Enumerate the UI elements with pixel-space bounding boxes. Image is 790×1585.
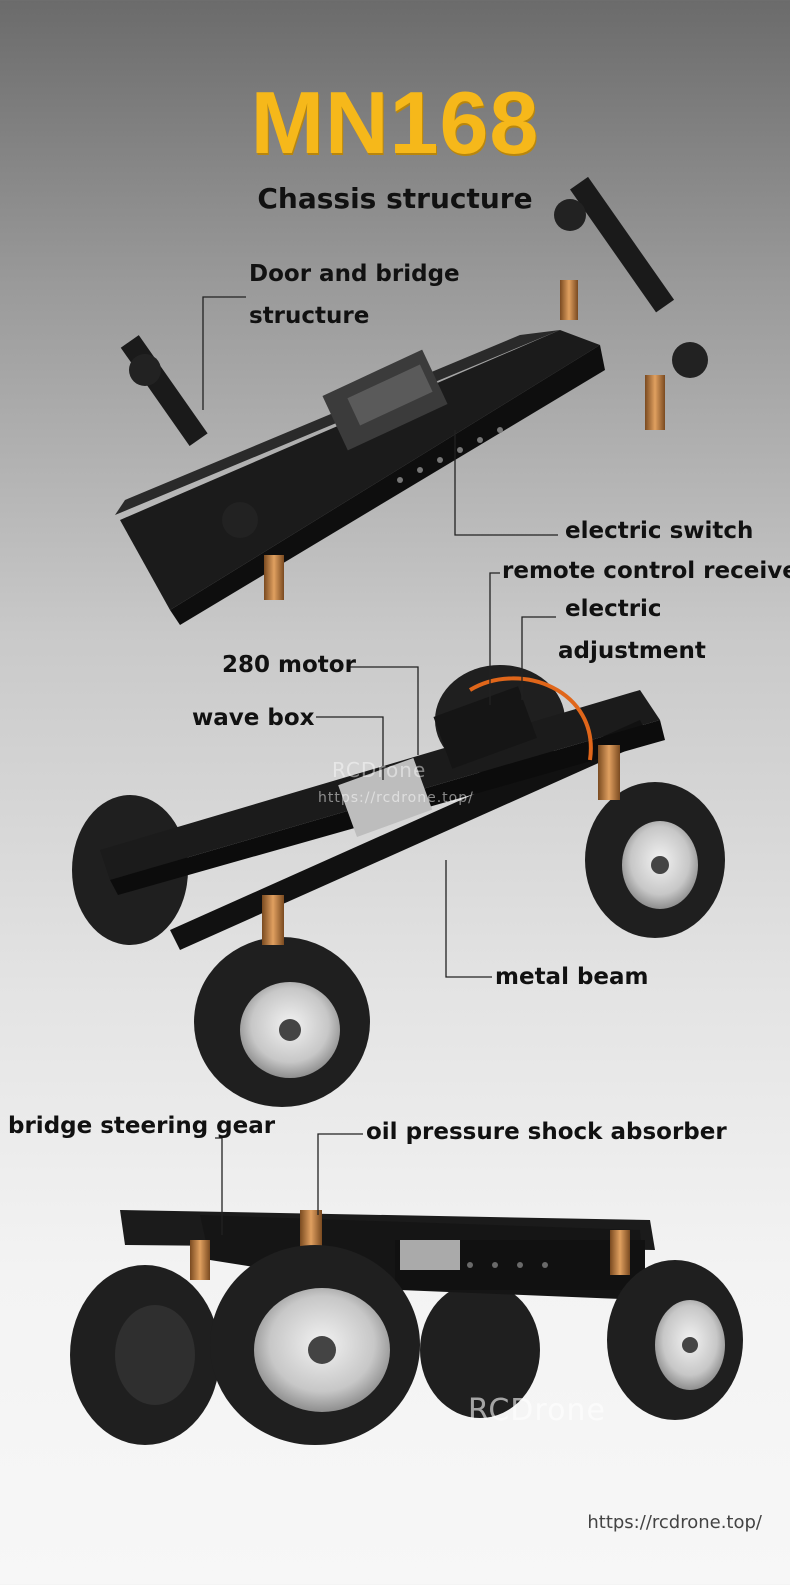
chassis-side-view	[70, 1210, 743, 1445]
label-280-motor: 280 motor	[222, 652, 356, 678]
label-door-bridge-line2: structure	[249, 303, 370, 329]
chassis-top-view	[115, 176, 708, 625]
callout-lines	[202, 296, 558, 1235]
label-oil-pressure-shock-absorber: oil pressure shock absorber	[366, 1119, 727, 1145]
label-electric-adjustment-line1: electric	[565, 596, 662, 622]
chassis-angled-view	[72, 665, 725, 1107]
label-door-bridge-line1: Door and bridge	[249, 261, 460, 287]
model-title: MN168	[250, 73, 540, 172]
label-wave-box: wave box	[192, 705, 315, 731]
label-bridge-steering-gear: bridge steering gear	[8, 1113, 276, 1139]
watermark-brand-bottom: RCDrone	[468, 1393, 606, 1428]
watermark-brand-mid: RCDrone	[332, 758, 427, 782]
label-remote-control-receiver: remote control receiver	[502, 558, 790, 584]
label-metal-beam: metal beam	[495, 964, 649, 990]
chassis-subtitle: Chassis structure	[257, 182, 533, 215]
watermark-url-mid: https://rcdrone.top/	[318, 790, 474, 806]
label-electric-switch: electric switch	[565, 518, 754, 544]
footer-url: https://rcdrone.top/	[587, 1512, 762, 1533]
label-electric-adjustment-line2: adjustment	[558, 638, 706, 664]
